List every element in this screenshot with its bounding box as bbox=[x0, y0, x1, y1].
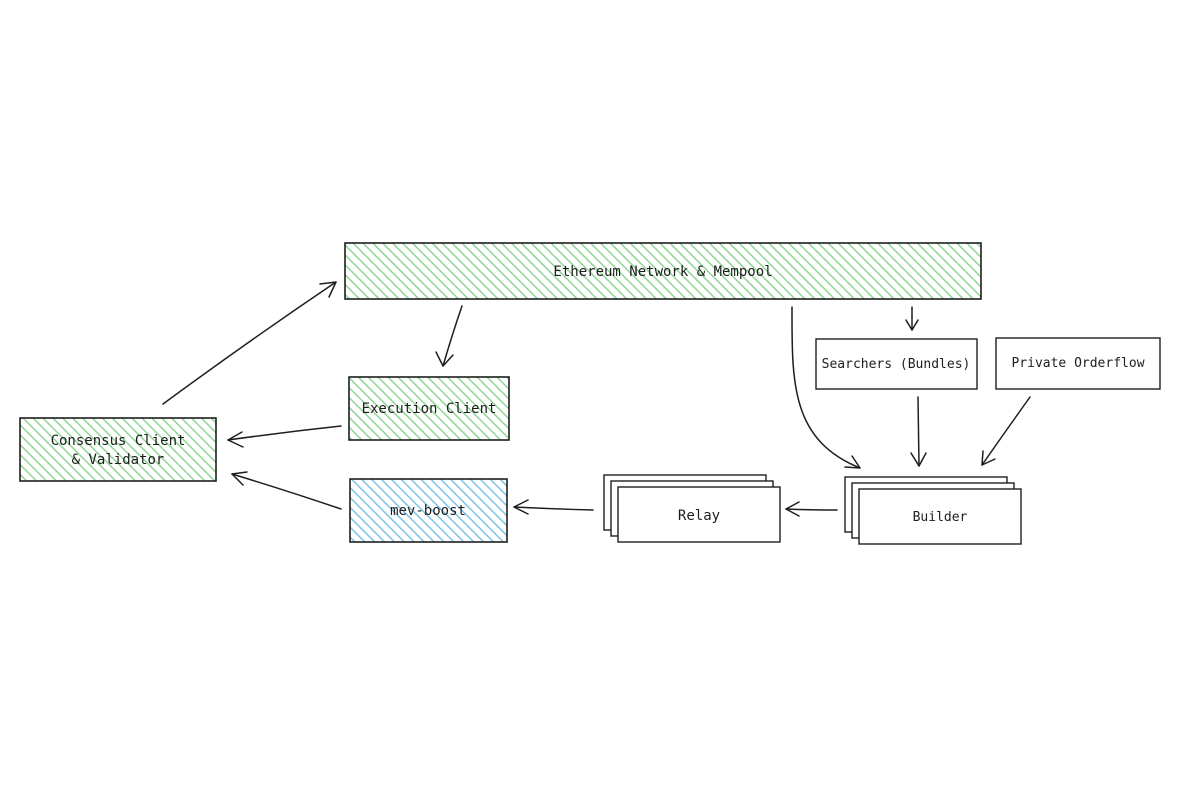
builder-label: Builder bbox=[913, 510, 968, 525]
consensus-client-label-line2: & Validator bbox=[72, 452, 165, 468]
private-orderflow-node: Private Orderflow bbox=[995, 337, 1161, 390]
consensus-client-node: Consensus Client & Validator bbox=[19, 417, 217, 482]
arrow-network-to-execution bbox=[435, 305, 463, 367]
consensus-client-label-line1: Consensus Client bbox=[51, 433, 186, 449]
arrow-orderflow-to-builder bbox=[981, 396, 1031, 466]
arrow-relay-to-mevboost bbox=[513, 499, 594, 515]
searchers-node: Searchers (Bundles) bbox=[815, 338, 978, 390]
relay-node-stack: Relay bbox=[603, 474, 781, 543]
builder-node-stack: Builder bbox=[844, 476, 1022, 545]
mev-boost-node: mev-boost bbox=[349, 478, 508, 543]
arrow-network-to-searchers bbox=[905, 306, 919, 331]
network-node: Ethereum Network & Mempool bbox=[344, 242, 982, 300]
arrow-builder-to-relay bbox=[785, 501, 838, 517]
network-label: Ethereum Network & Mempool bbox=[553, 264, 772, 280]
searchers-label: Searchers (Bundles) bbox=[822, 357, 971, 372]
relay-label: Relay bbox=[678, 508, 720, 524]
arrow-searchers-to-builder bbox=[910, 396, 927, 467]
arrow-mevboost-to-consensus bbox=[231, 471, 342, 510]
arrow-network-to-builder bbox=[791, 306, 861, 469]
execution-client-label: Execution Client bbox=[362, 401, 497, 417]
mev-boost-label: mev-boost bbox=[390, 503, 466, 519]
private-orderflow-label: Private Orderflow bbox=[1011, 356, 1144, 371]
arrow-consensus-to-network bbox=[162, 281, 337, 405]
execution-client-node: Execution Client bbox=[348, 376, 510, 441]
arrow-execution-to-consensus bbox=[227, 425, 342, 448]
